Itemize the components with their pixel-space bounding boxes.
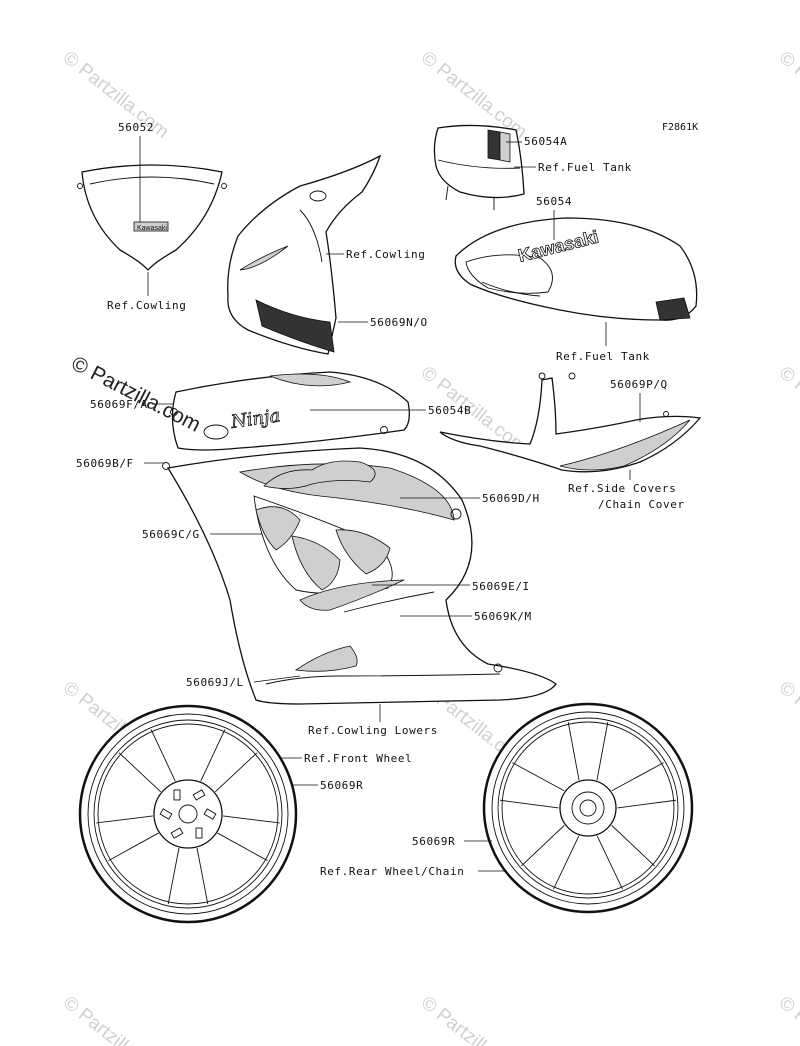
wheel-spoke-edge — [214, 752, 258, 793]
wheel-spoke-edge — [512, 762, 565, 792]
callout-56054: 56054 — [536, 195, 572, 208]
wheel-spoke-edge — [118, 752, 162, 793]
wheel-spoke-edge — [167, 847, 180, 905]
callout-56069B-F: 56069B/F — [76, 457, 134, 470]
callout-56069R-front: 56069R — [320, 779, 363, 792]
callout-56052: 56052 — [118, 121, 154, 134]
watermark: © Partzilla.com — [417, 992, 531, 1046]
wheel-spoke-edge — [217, 832, 268, 862]
wheel-spoke-edge — [108, 832, 159, 862]
watermark: © Partzilla.com — [59, 47, 173, 142]
brake-rotor-slot — [170, 827, 184, 839]
side-cover-part — [439, 372, 702, 473]
callout-ref-cowling-upper: Ref.Cowling — [346, 248, 425, 261]
callout-ref-chain-cover: /Chain Cover — [598, 498, 685, 511]
watermark: © Partzilla.com — [775, 992, 800, 1046]
brake-rotor-slot — [203, 808, 217, 820]
side-fairing-part — [166, 447, 557, 705]
callout-56069K-M: 56069K/M — [474, 610, 532, 623]
callout-56069C-G: 56069C/G — [142, 528, 200, 541]
wheel-spoke-edge — [596, 835, 623, 890]
callout-ref-rear-wheel: Ref.Rear Wheel/Chain — [320, 865, 464, 878]
callout-56069F-A: 56069F/A — [90, 398, 148, 411]
callout-ref-cowling-windshield: Ref.Cowling — [107, 299, 186, 312]
callout-56069N-O: 56069N/O — [370, 316, 428, 329]
wheel-spoke-edge — [521, 825, 565, 867]
callout-ref-fuel-tank-top: Ref.Fuel Tank — [538, 161, 632, 174]
watermark: © Partzilla.com — [775, 47, 800, 142]
wheel-spoke-edge — [200, 729, 226, 782]
figure-code: F2861K — [662, 122, 698, 133]
front-wheel-part — [78, 704, 298, 924]
callout-ref-fuel-tank: Ref.Fuel Tank — [556, 350, 650, 363]
wheel-spoke-edge — [596, 721, 609, 781]
brake-rotor-slot — [192, 789, 206, 801]
watermark: © Partzilla.com — [59, 992, 173, 1046]
kawasaki-windshield-decal — [133, 221, 169, 232]
watermark: © Partzilla.com — [775, 677, 800, 772]
callout-56054A: 56054A — [524, 135, 567, 148]
wheel-spoke-edge — [196, 847, 209, 905]
wheel-spoke-edge — [223, 815, 280, 824]
wheel-spoke-edge — [567, 721, 580, 781]
tank-cover-part — [433, 124, 525, 210]
rear-wheel-part — [482, 702, 694, 914]
wheel-spoke-edge — [96, 815, 153, 824]
callout-56054B: 56054B — [428, 404, 471, 417]
windshield-part: Kawasaki — [77, 164, 227, 271]
callout-ref-cowling-lowers: Ref.Cowling Lowers — [308, 724, 438, 737]
wheel-spoke-edge — [611, 762, 664, 792]
callout-56069D-H: 56069D/H — [482, 492, 540, 505]
callout-ref-front-wheel: Ref.Front Wheel — [304, 752, 412, 765]
callout-56069J-L: 56069J/L — [186, 676, 244, 689]
wheel-spoke-edge — [500, 799, 559, 809]
wheel-spoke-edge — [611, 825, 655, 867]
side-panel-part: Ninja — [162, 371, 410, 470]
callout-56069E-I: 56069E/I — [472, 580, 530, 593]
fuel-tank-part: Kawasaki — [454, 217, 698, 321]
callout-56069R-rear: 56069R — [412, 835, 455, 848]
windshield-decal-text: Kawasaki — [137, 225, 167, 232]
watermark: © Partzilla.com — [775, 362, 800, 457]
callout-ref-side-covers: Ref.Side Covers — [568, 482, 676, 495]
brake-rotor-slot — [173, 789, 181, 801]
wheel-spoke-edge — [617, 799, 676, 809]
brake-rotor-slot — [159, 808, 173, 820]
callout-56069P-Q: 56069P/Q — [610, 378, 668, 391]
wheel-spoke-edge — [150, 729, 176, 782]
brake-rotor-slot — [195, 827, 203, 839]
upper-cowl-part — [227, 154, 382, 355]
wheel-spoke-edge — [553, 835, 580, 890]
